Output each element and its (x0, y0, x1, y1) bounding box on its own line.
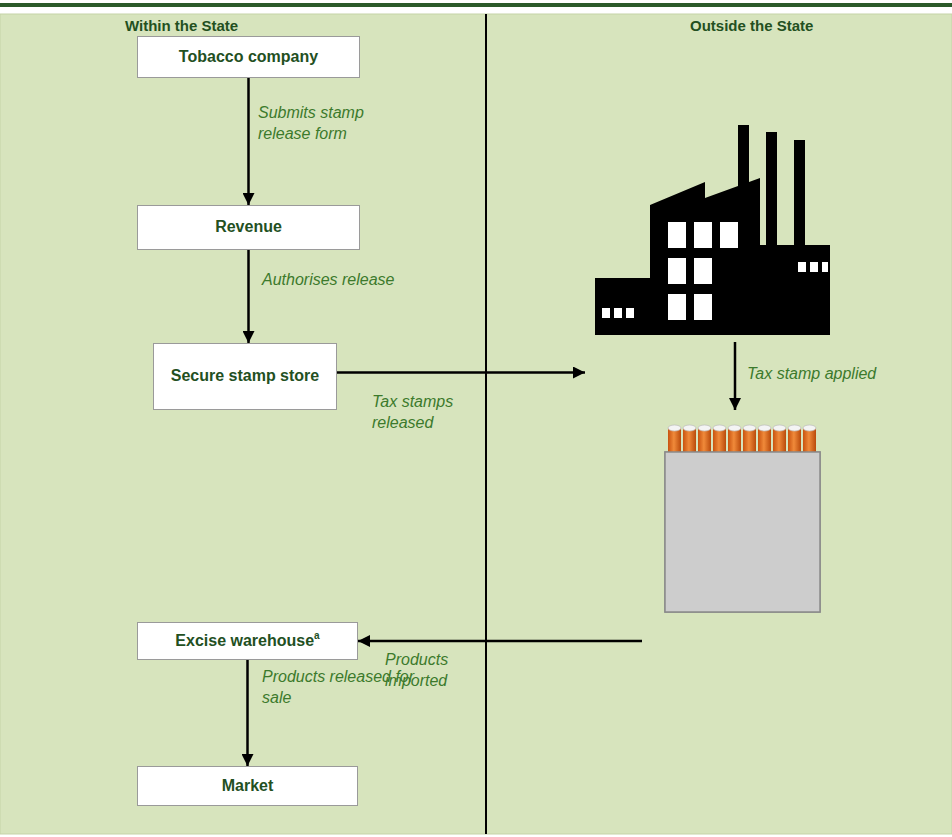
top-bar (0, 3, 952, 7)
process-box: Secure stamp store (153, 343, 337, 410)
edge-label: Products released for sale (262, 667, 432, 709)
flow-arrow (246, 660, 249, 766)
products-imported-arrow (358, 640, 642, 643)
edge-label: Submits stamp release form (258, 103, 408, 145)
process-box: Excise warehousea (137, 622, 358, 660)
process-box: Market (137, 766, 358, 806)
stamps-released-arrow (337, 371, 585, 374)
box-label: Secure stamp store (171, 367, 320, 384)
process-box: Revenue (137, 205, 360, 250)
cigarette-pack-illustration (665, 425, 820, 612)
flow-label: Tax stamp applied (747, 364, 937, 385)
box-label: Revenue (215, 218, 282, 235)
flow-arrow (247, 78, 250, 205)
region-heading: Within the State (125, 17, 238, 34)
divider-line (485, 14, 487, 834)
stamp-applied-arrow (734, 342, 737, 410)
factory-illustration (595, 125, 830, 335)
flow-arrow (247, 250, 250, 343)
footnote-marker: a (314, 630, 320, 641)
box-label: Tobacco company (179, 48, 318, 65)
panel (0, 14, 952, 834)
box-label: Excise warehouse (175, 632, 314, 649)
box-label: Market (222, 777, 274, 794)
process-box: Tobacco company (137, 36, 360, 78)
edge-label: Authorises release (262, 270, 432, 291)
flow-label: Tax stamps released (372, 392, 477, 434)
region-heading: Outside the State (690, 17, 813, 34)
